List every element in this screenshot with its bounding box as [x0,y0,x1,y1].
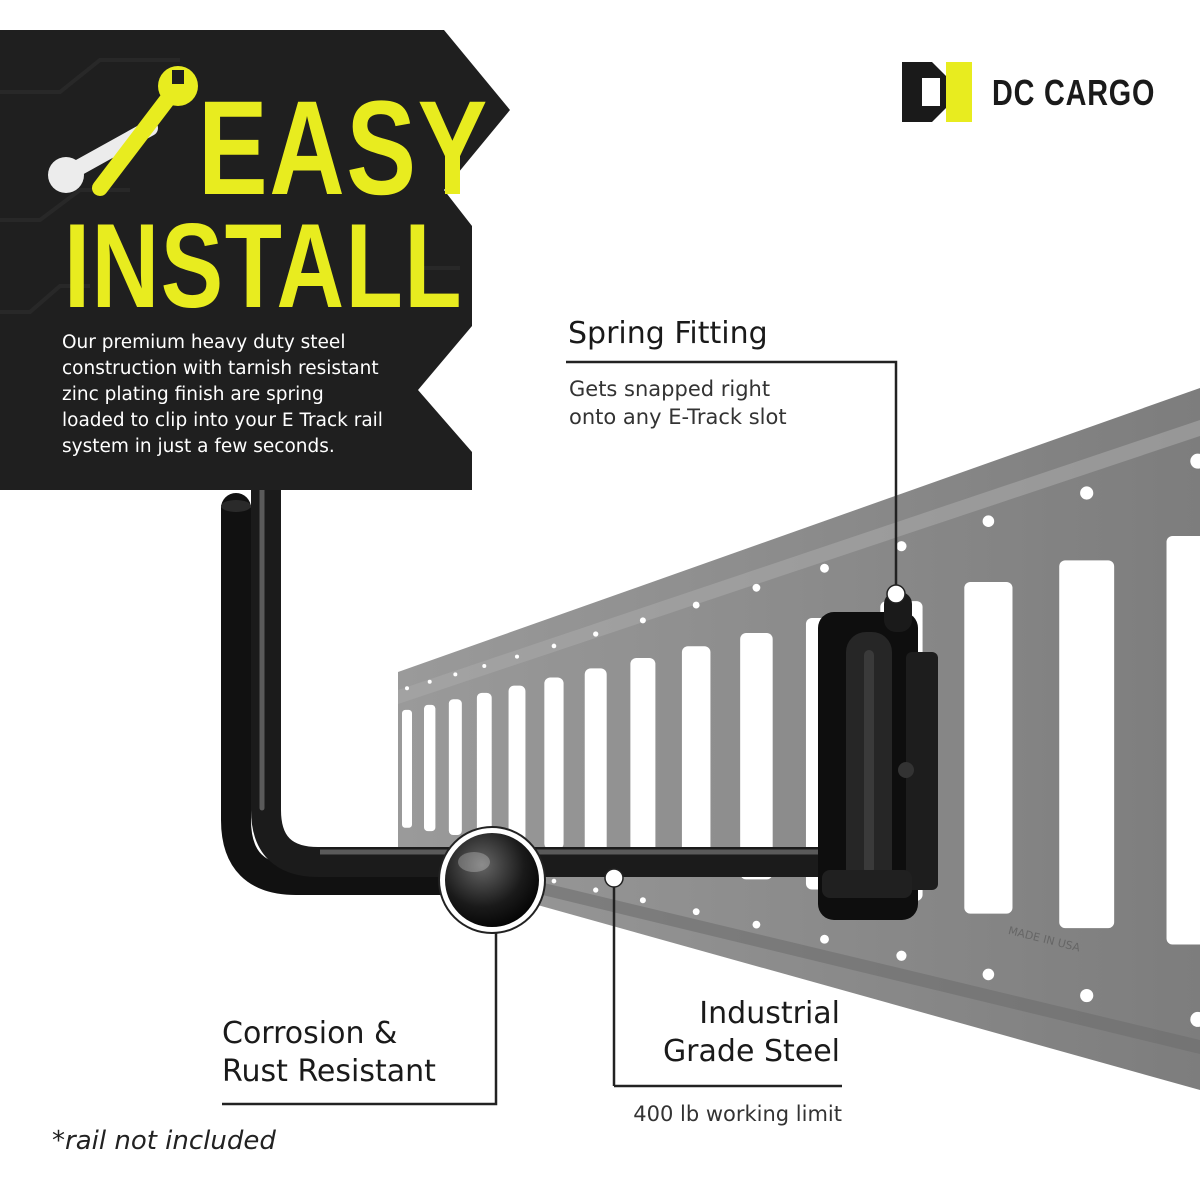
rail-slot [681,646,711,871]
rail-hole [551,878,557,884]
rail-hole [820,934,829,944]
rail-hole [1190,453,1200,469]
spring-fitting-title: Spring Fitting [568,316,768,351]
steel-line: Grade Steel [662,1034,840,1069]
rail-slot [630,657,656,863]
rail-hole [1190,1011,1200,1027]
rail-slot [424,704,436,832]
corrosion-line: Rust Resistant [222,1054,436,1089]
working-limit: 400 lb working limit [633,1102,842,1126]
rail-slot [964,582,1013,914]
headline-line2: INSTALL [64,199,464,333]
rail-hole [405,686,409,691]
rail-slot [402,709,412,828]
corrosion-line: Corrosion & [222,1016,398,1051]
rail-hole [1080,486,1094,500]
rail-hole [453,672,458,677]
rail-slot [476,692,492,840]
rail-slot [544,677,564,850]
rail-slot [508,685,526,845]
e-track-rail [398,388,1200,1090]
rail-hole [896,950,907,961]
steel-line: Industrial [699,996,840,1031]
callout-dot-steel [604,868,624,888]
spring-fitting-line: onto any E-Track slot [569,405,787,429]
brand-logo-mark [902,62,972,122]
corrosion-title: Corrosion & Rust Resistant [222,1015,436,1091]
hook-bracket [221,457,938,920]
banner-description: Our premium heavy duty steel constructio… [62,330,442,460]
rail-slot [448,699,462,835]
magnifier-bubble [438,826,546,934]
rail-hole [896,541,907,552]
rail-hole [482,664,487,669]
banner-body-line: construction with tarnish resistant [62,358,379,379]
rail-hole [692,601,700,609]
rail-slot [1166,536,1200,945]
rail-slot [740,632,773,880]
rail-hole [593,631,599,637]
callout-dot-spring [886,584,906,604]
banner-body-line: loaded to clip into your E Track rail [62,410,383,431]
rail-hole [820,563,829,573]
rail-hole [982,968,995,981]
rail-hole [514,654,520,659]
wrench-icon [48,66,198,196]
rail-hole [982,515,995,527]
rail-hole [692,908,700,916]
banner-body-line: Our premium heavy duty steel [62,332,346,353]
banner-body-line: system in just a few seconds. [62,436,335,457]
rail-slot [584,668,607,856]
steel-title: Industrial Grade Steel [663,995,840,1071]
rail-hole [593,887,599,893]
footnote: *rail not included [52,1126,276,1156]
spring-fitting-line: Gets snapped right [569,377,771,401]
rail-hole [639,897,646,904]
rail-hole [752,583,761,592]
brand-name: DC CARGO [992,72,1156,113]
rail-hole [551,643,557,649]
callout-lines [222,360,898,1106]
banner-body-line: zinc plating finish are spring [62,384,324,405]
headline-line1: EASY [198,74,489,223]
spring-fitting-description: Gets snapped right onto any E-Track slot [569,375,787,431]
rail-hole [427,679,432,684]
rail-hole [639,617,646,624]
rail-slot [1059,560,1115,929]
rail-hole [752,920,761,929]
rail-hole [1080,988,1094,1003]
